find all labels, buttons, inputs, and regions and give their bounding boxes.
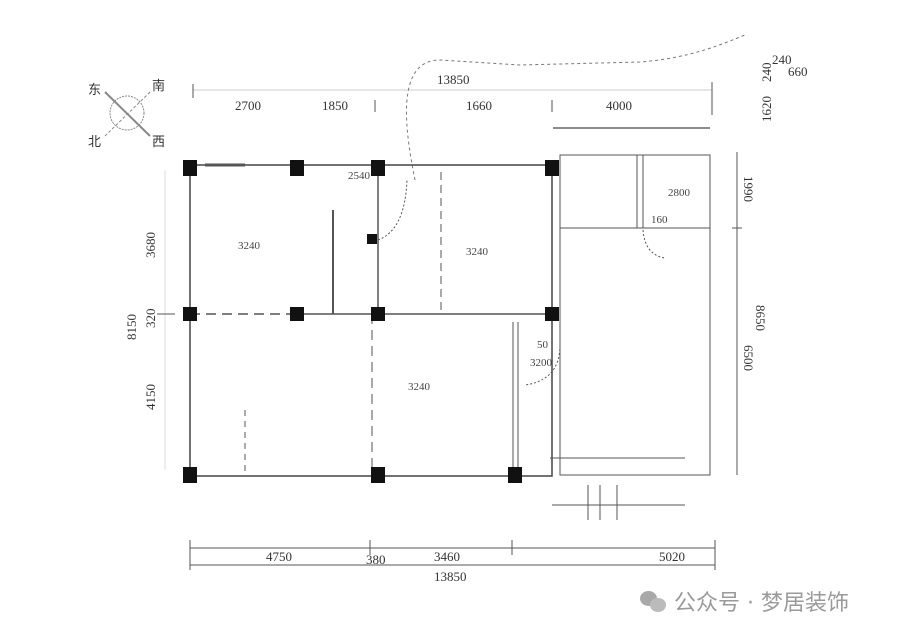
- bottom-dimension: 380: [366, 552, 386, 567]
- annex-walls: [559, 154, 711, 476]
- ceiling-height-label: 3240: [466, 246, 489, 258]
- compass-south: 南: [152, 78, 165, 94]
- watermark: 公众号 · 梦居装饰: [640, 585, 849, 617]
- dashed-boundary: [406, 34, 746, 181]
- bottom-dimension: 3460: [434, 549, 460, 564]
- bottom-dimension: 4750: [266, 549, 292, 564]
- ceiling-height-label: 2800: [668, 187, 691, 199]
- right-dimension: 1990: [741, 176, 756, 202]
- ceiling-height-label: 2540: [348, 170, 371, 182]
- top-dimension: 1850: [322, 98, 348, 113]
- right-dimension: 6500: [741, 345, 756, 371]
- wechat-icon: [640, 589, 668, 613]
- compass-north: 北: [88, 135, 101, 150]
- ceiling-height-label: 3240: [238, 240, 261, 252]
- watermark-text: 公众号 · 梦居装饰: [674, 591, 849, 616]
- compass-east: 东: [88, 83, 101, 98]
- corner-dimension: 1620: [759, 96, 774, 122]
- right-total-dimension: 8650: [753, 305, 768, 331]
- top-dimension: 1660: [466, 98, 492, 113]
- corner-dimension: 660: [788, 64, 808, 79]
- top-dimension: 2700: [235, 98, 261, 113]
- corner-dimension: 240: [772, 52, 792, 67]
- ceiling-height-label: 3240: [408, 381, 431, 393]
- left-dimension: 320: [143, 309, 158, 329]
- top-total-dimension: 13850: [437, 72, 470, 87]
- left-dimension: 3680: [143, 232, 158, 258]
- left-dimension: 4150: [143, 384, 158, 410]
- ceiling-height-label: 3200: [530, 357, 553, 369]
- compass-west: 西: [152, 135, 165, 150]
- structural-columns: [183, 160, 559, 483]
- compass-icon: [104, 91, 151, 137]
- ceiling-height-label: 160: [651, 214, 668, 226]
- ceiling-height-label: 50: [537, 339, 549, 351]
- bottom-dimension: 5020: [659, 549, 685, 564]
- top-dimension: 4000: [606, 98, 632, 113]
- bottom-total-dimension: 13850: [434, 569, 467, 584]
- left-total-dimension: 8150: [124, 314, 139, 340]
- corner-dimension: 240: [759, 63, 774, 83]
